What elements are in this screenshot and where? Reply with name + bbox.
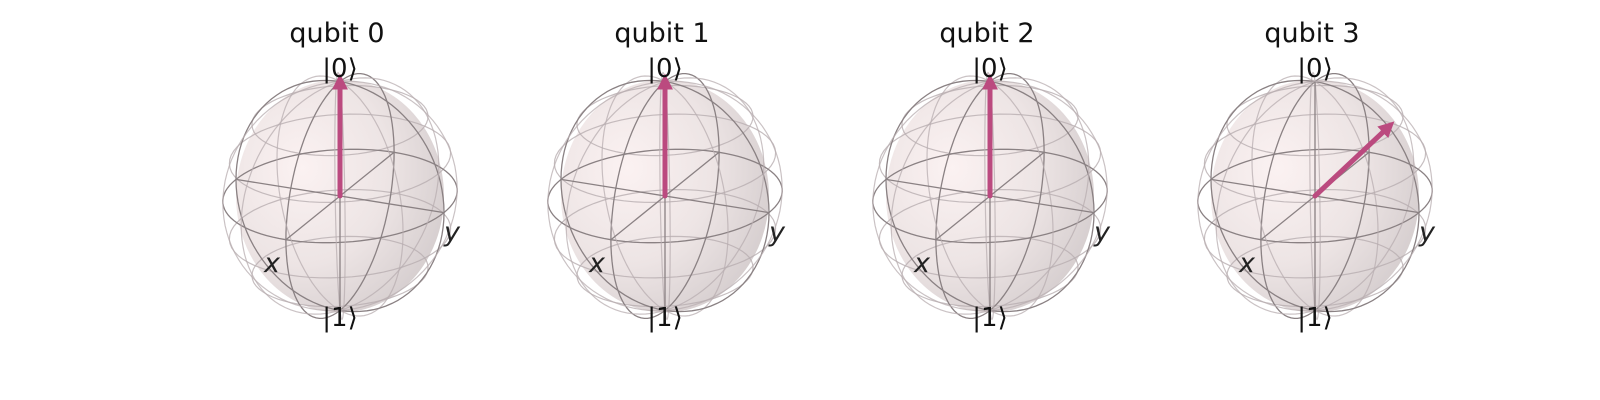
ket-zero-label: |0⟩: [972, 54, 1007, 84]
ket-one-label: |1⟩: [647, 303, 682, 333]
ket-one-label: |1⟩: [1297, 303, 1332, 333]
x-axis-label: x: [263, 248, 281, 279]
ket-zero-label: |0⟩: [647, 54, 682, 84]
y-axis-label: y: [1418, 217, 1436, 248]
x-axis-label: x: [588, 248, 606, 279]
bloch-sphere-0: qubit 0 |0⟩ |1⟩ x y: [222, 18, 461, 333]
bloch-sphere-3: qubit 3 |0⟩ |1⟩ x y: [1197, 18, 1436, 333]
sphere-title: qubit 2: [939, 18, 1034, 49]
sphere-body: [547, 71, 783, 321]
sphere-body: [1197, 71, 1433, 321]
x-axis-label: x: [913, 248, 931, 279]
y-axis-label: y: [443, 217, 461, 248]
y-axis-label: y: [768, 217, 786, 248]
bloch-sphere-2: qubit 2 |0⟩ |1⟩ x y: [872, 18, 1111, 333]
bloch-sphere-1: qubit 1 |0⟩ |1⟩ x y: [547, 18, 786, 333]
sphere-title: qubit 1: [614, 18, 709, 49]
y-axis-label: y: [1093, 217, 1111, 248]
x-axis-label: x: [1238, 248, 1256, 279]
state-vector-arrow: [1312, 121, 1395, 199]
ket-one-label: |1⟩: [972, 303, 1007, 333]
ket-zero-label: |0⟩: [1297, 54, 1332, 84]
ket-zero-label: |0⟩: [322, 54, 357, 84]
sphere-title: qubit 0: [289, 18, 384, 49]
sphere-body: [872, 71, 1108, 321]
sphere-body: [222, 71, 458, 321]
ket-one-label: |1⟩: [322, 303, 357, 333]
sphere-title: qubit 3: [1264, 18, 1359, 49]
